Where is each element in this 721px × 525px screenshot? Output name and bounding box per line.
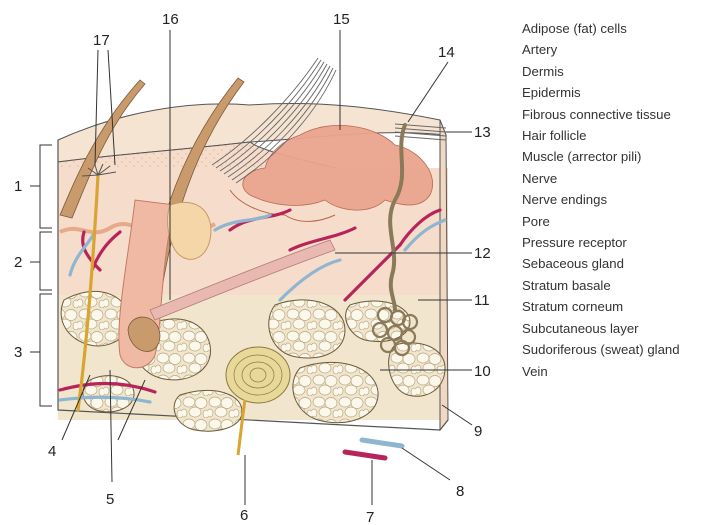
callout-13: 13 bbox=[474, 124, 491, 141]
callout-17: 17 bbox=[93, 32, 110, 49]
callout-10: 10 bbox=[474, 363, 491, 380]
callout-11: 11 bbox=[474, 292, 490, 309]
legend-item: Sebaceous gland bbox=[522, 253, 680, 274]
legend-item: Stratum basale bbox=[522, 275, 680, 296]
legend-item: Epidermis bbox=[522, 82, 680, 103]
vein-sample bbox=[362, 440, 402, 446]
callout-8: 8 bbox=[456, 483, 464, 500]
callout-12: 12 bbox=[474, 245, 491, 262]
legend-item: Nerve endings bbox=[522, 189, 680, 210]
legend-item: Pore bbox=[522, 211, 680, 232]
callout-5: 5 bbox=[106, 491, 114, 508]
legend-item: Fibrous connective tissue bbox=[522, 104, 680, 125]
callout-9: 9 bbox=[474, 423, 482, 440]
callout-7: 7 bbox=[366, 509, 374, 525]
legend-item: Stratum corneum bbox=[522, 296, 680, 317]
callout-16: 16 bbox=[162, 11, 179, 28]
legend-item: Dermis bbox=[522, 61, 680, 82]
callout-15: 15 bbox=[333, 11, 350, 28]
callout-3: 3 bbox=[14, 344, 22, 361]
callout-4: 4 bbox=[48, 443, 56, 460]
legend-list: Adipose (fat) cells Artery Dermis Epider… bbox=[522, 18, 680, 382]
legend-item: Hair follicle bbox=[522, 125, 680, 146]
legend-item: Vein bbox=[522, 361, 680, 382]
legend-item: Artery bbox=[522, 39, 680, 60]
legend-item: Pressure receptor bbox=[522, 232, 680, 253]
callout-6: 6 bbox=[240, 507, 248, 524]
callout-2: 2 bbox=[14, 254, 22, 271]
callout-1: 1 bbox=[14, 178, 22, 195]
legend-item: Muscle (arrector pili) bbox=[522, 146, 680, 167]
callout-14: 14 bbox=[438, 44, 455, 61]
legend-item: Nerve bbox=[522, 168, 680, 189]
legend-item: Sudoriferous (sweat) gland bbox=[522, 339, 680, 360]
artery-sample bbox=[345, 452, 385, 458]
legend-item: Subcutaneous layer bbox=[522, 318, 680, 339]
legend-item: Adipose (fat) cells bbox=[522, 18, 680, 39]
layer-brackets bbox=[30, 145, 52, 406]
